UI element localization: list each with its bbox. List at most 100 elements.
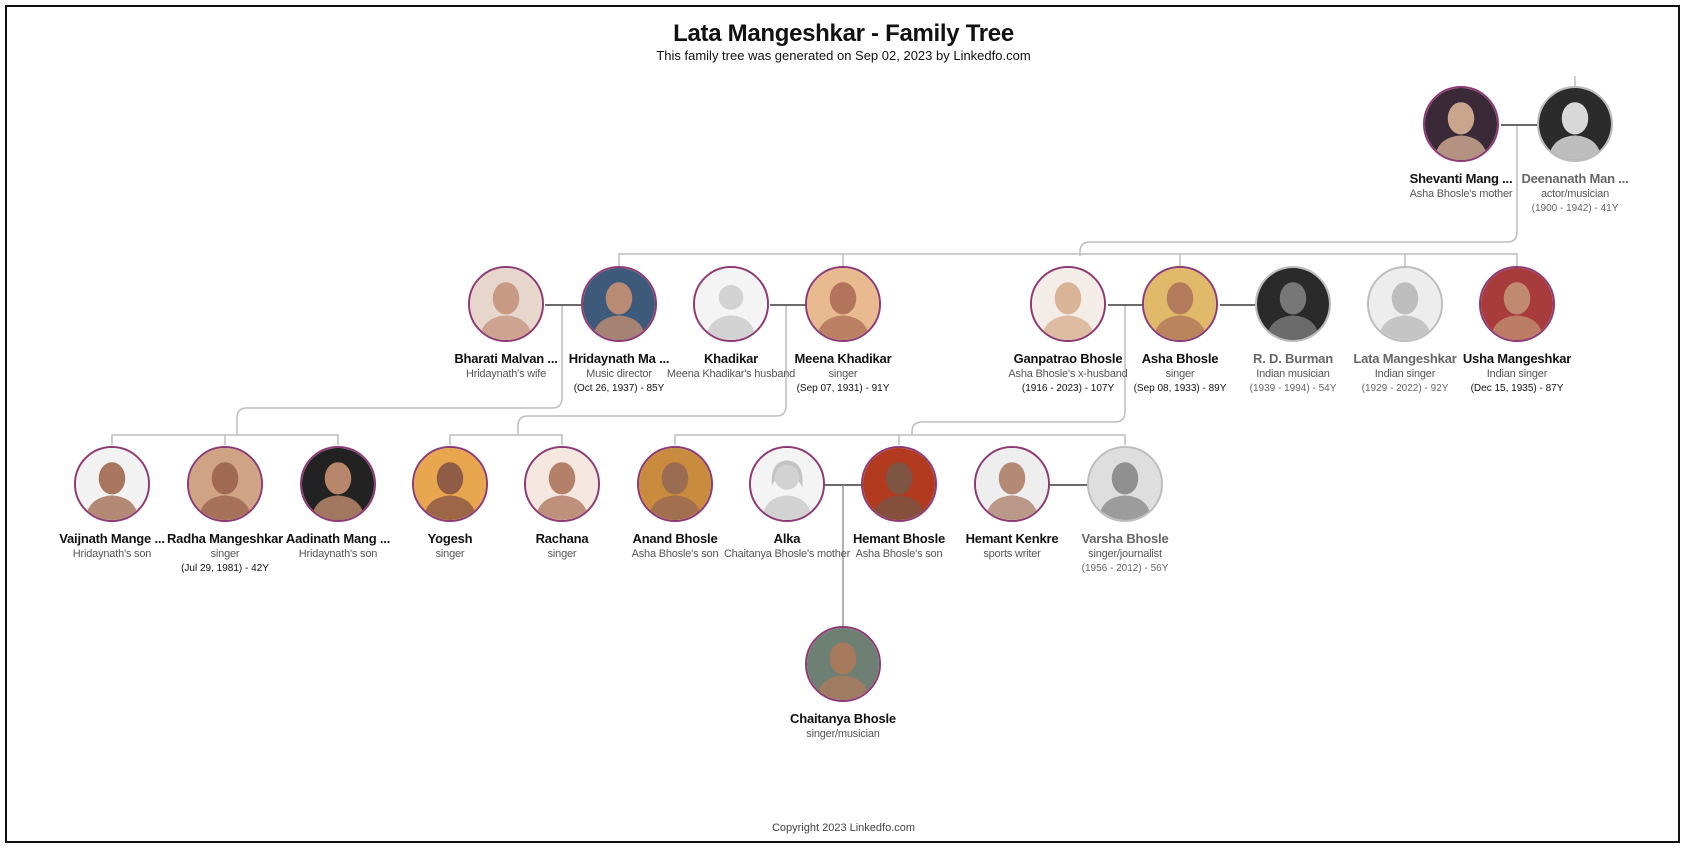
- person-card-hridaynath[interactable]: Hridaynath Ma ... Music director (Oct 26, …: [544, 266, 694, 394]
- person-name[interactable]: Shevanti Mang ...: [1409, 171, 1513, 186]
- person-name[interactable]: Hridaynath Ma ...: [568, 351, 670, 366]
- avatar-ganpatrao[interactable]: [1030, 266, 1106, 342]
- link-khadikar-children: [449, 305, 787, 445]
- person-name[interactable]: Alka: [773, 531, 801, 546]
- person-role: Meena Khadikar's husband: [666, 368, 796, 380]
- person-card-deenanath[interactable]: Deenanath Man ...actor/musician(1900 - 1…: [1500, 86, 1650, 214]
- person-role: Hridaynath's son: [72, 548, 152, 560]
- person-dates: (1939 - 1994) - 54Y: [1249, 383, 1337, 394]
- avatar-meena[interactable]: [805, 266, 881, 342]
- person-name[interactable]: Vaijnath Mange ...: [59, 531, 165, 546]
- avatar-rachana[interactable]: [524, 446, 600, 522]
- person-name[interactable]: Khadikar: [703, 351, 759, 366]
- person-name[interactable]: Ganpatrao Bhosle: [1013, 351, 1123, 366]
- avatar-chaitanya[interactable]: [805, 626, 881, 702]
- person-name[interactable]: Yogesh: [427, 531, 473, 546]
- person-card-rachana[interactable]: Rachana singer: [487, 446, 637, 560]
- person-role: singer: [435, 548, 465, 560]
- person-role: Indian singer: [1374, 368, 1436, 380]
- person-name[interactable]: Usha Mangeshkar: [1462, 351, 1572, 366]
- person-role: Asha Bhosle's son: [855, 548, 943, 560]
- person-name[interactable]: Aadinath Mang ...: [285, 531, 391, 546]
- copyright-text: Copyright 2023 Linkedfo.com: [771, 822, 916, 834]
- person-card-vaijnath[interactable]: Vaijnath Mange ... Hridaynath's son: [37, 446, 187, 560]
- person-role: Chaitanya Bhosle's mother: [723, 548, 851, 560]
- person-role: singer/musician: [806, 728, 880, 740]
- link-parents-children: [618, 76, 1576, 266]
- person-name[interactable]: Lata Mangeshkar: [1353, 351, 1457, 366]
- person-name[interactable]: Meena Khadikar: [794, 351, 892, 366]
- tree-frame: [5, 5, 1680, 843]
- avatar-asha[interactable]: [1142, 266, 1218, 342]
- avatar-vaijnath[interactable]: [74, 446, 150, 522]
- person-role: singer: [547, 548, 577, 560]
- person-dates: (1956 - 2012) - 56Y: [1081, 563, 1169, 574]
- person-name[interactable]: R. D. Burman: [1253, 351, 1333, 366]
- person-card-aadinath[interactable]: Aadinath Mang ... Hridaynath's son: [263, 446, 413, 560]
- avatar-yogesh[interactable]: [412, 446, 488, 522]
- person-card-chaitanya[interactable]: Chaitanya Bhosle singer/musician: [768, 626, 918, 740]
- person-dates: (Jul 29, 1981) - 42Y: [181, 563, 269, 574]
- person-dates: (Oct 26, 1937) - 85Y: [573, 383, 665, 394]
- person-name[interactable]: Anand Bhosle: [632, 531, 718, 546]
- person-card-radha[interactable]: Radha Mangeshkar singer (Jul 29, 1981) - 4…: [150, 446, 300, 574]
- avatar-lata[interactable]: [1367, 266, 1443, 342]
- female-silhouette-icon[interactable]: [749, 446, 825, 522]
- person-name[interactable]: Bharati Malvan ...: [454, 351, 558, 366]
- avatar-hemant[interactable]: [861, 446, 937, 522]
- person-role: Hridaynath's son: [298, 548, 378, 560]
- person-role: Music director: [586, 368, 652, 380]
- person-name[interactable]: Deenanath Man ...: [1521, 171, 1629, 186]
- person-role: Asha Bhosle's son: [631, 548, 719, 560]
- link-ganpatrao-children: [674, 305, 1126, 445]
- avatar-hridaynath[interactable]: [581, 266, 657, 342]
- person-name[interactable]: Hemant Bhosle: [852, 531, 946, 546]
- person-name[interactable]: Asha Bhosle: [1141, 351, 1219, 366]
- person-card-bharati[interactable]: Bharati Malvan ...Hridaynath's wife: [431, 266, 581, 380]
- person-dates: (Dec 15, 1935) - 87Y: [1470, 383, 1564, 394]
- avatar-shevanti[interactable]: [1423, 86, 1499, 162]
- page-subtitle: This family tree was generated on Sep 02…: [656, 48, 1031, 63]
- person-card-kenkre[interactable]: Hemant Kenkre sports writer: [937, 446, 1087, 560]
- link-hridaynath-children: [111, 305, 563, 445]
- avatar-varsha[interactable]: [1087, 446, 1163, 522]
- person-card-shevanti[interactable]: Shevanti Mang ...Asha Bhosle's mother: [1386, 86, 1536, 200]
- person-card-yogesh[interactable]: Yogesh singer: [375, 446, 525, 560]
- person-name[interactable]: Hemant Kenkre: [965, 531, 1059, 546]
- person-dates: (Sep 08, 1933) - 89Y: [1133, 383, 1227, 394]
- avatar-anand[interactable]: [637, 446, 713, 522]
- person-dates: (1900 - 1942) - 41Y: [1531, 203, 1619, 214]
- avatar-rdburman[interactable]: [1255, 266, 1331, 342]
- avatar-bharati[interactable]: [468, 266, 544, 342]
- male-silhouette-icon[interactable]: [693, 266, 769, 342]
- person-role: singer: [210, 548, 240, 560]
- avatar-deenanath[interactable]: [1537, 86, 1613, 162]
- person-name[interactable]: Chaitanya Bhosle: [790, 711, 896, 726]
- person-name[interactable]: Rachana: [535, 531, 589, 546]
- person-role: Asha Bhosle's x-husband: [1008, 368, 1128, 380]
- page-title: Lata Mangeshkar - Family Tree: [673, 20, 1014, 47]
- person-name[interactable]: Varsha Bhosle: [1081, 531, 1169, 546]
- avatar-radha[interactable]: [187, 446, 263, 522]
- person-dates: (Sep 07, 1931) - 91Y: [796, 383, 890, 394]
- avatar-aadinath[interactable]: [300, 446, 376, 522]
- person-card-meena[interactable]: Meena Khadikar singer (Sep 07, 1931) - 91Y: [768, 266, 918, 394]
- avatar-usha[interactable]: [1479, 266, 1555, 342]
- person-name[interactable]: Radha Mangeshkar: [166, 531, 283, 546]
- person-role: sports writer: [983, 548, 1041, 560]
- person-role: singer: [828, 368, 858, 380]
- avatar-kenkre[interactable]: [974, 446, 1050, 522]
- person-role: Indian musician: [1256, 368, 1330, 380]
- person-role: Indian singer: [1486, 368, 1548, 380]
